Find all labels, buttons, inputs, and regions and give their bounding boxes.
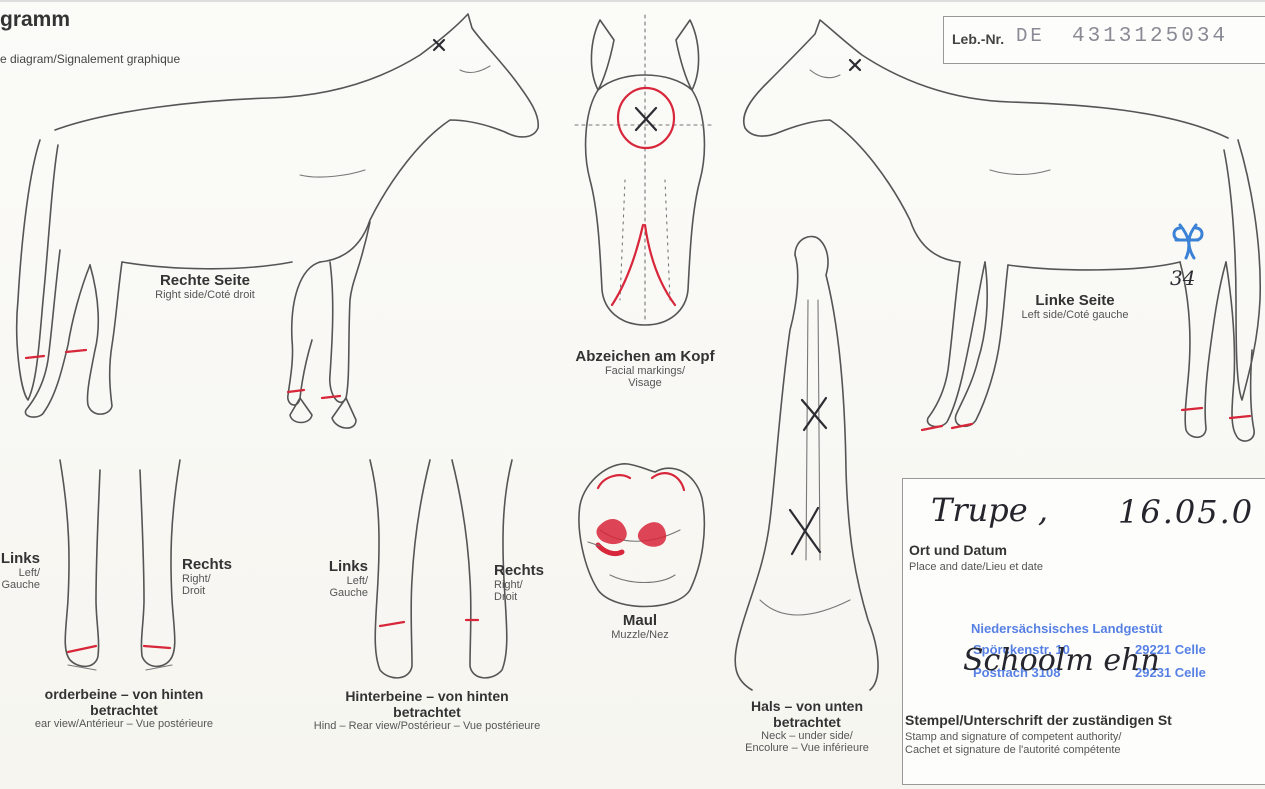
front-left-sub-1: Left/ [0, 567, 40, 579]
authority-sub-2: Cachet et signature de l'autorité compét… [905, 744, 1121, 756]
brand-number: 34 [1170, 266, 1195, 290]
front-legs-caption: orderbeine – von hinten betrachtet ear v… [0, 686, 248, 730]
neck-title-1: Hals – von unten [712, 698, 902, 714]
left-side-label-group: Linke Seite Left side/Coté gauche [995, 292, 1155, 321]
muzzle-outline [579, 464, 704, 607]
handwritten-place: Trupe , [931, 491, 1048, 529]
head-title: Abzeichen am Kopf [545, 348, 745, 365]
neck-label-group: Hals – von unten betrachtet Neck – under… [712, 698, 902, 754]
hind-right-label-group: Rechts Right/ Droit [494, 562, 564, 603]
front-legs-caption-2: betrachtet [0, 702, 248, 718]
neck-sub-2: Encolure – Vue inférieure [712, 742, 902, 754]
hind-right-sub-2: Droit [494, 591, 564, 603]
place-date-sublabel: Place and date/Lieu et date [909, 561, 1043, 573]
muzzle-label-group: Maul Muzzle/Nez [590, 612, 690, 641]
hind-legs-rear-view-outline [370, 460, 512, 678]
stamp-line-1: Niedersächsisches Landgestüt [971, 621, 1162, 636]
head-label-group: Abzeichen am Kopf Facial markings/ Visag… [545, 348, 745, 389]
leb-nr-label: Leb.-Nr. [952, 31, 1004, 47]
front-left-label-group: Links Left/ Gauche [0, 550, 40, 591]
front-legs-caption-3: ear view/Antérieur – Vue postérieure [0, 718, 248, 730]
hind-left-title: Links [308, 558, 368, 575]
leb-nr-number: 4313125034 [1072, 25, 1228, 48]
authority-signature: Schoolm ehn [963, 643, 1160, 678]
right-side-title: Rechte Seite [130, 272, 280, 289]
front-left-title: Links [0, 550, 40, 567]
authority-sub-1: Stamp and signature of competent authori… [905, 731, 1121, 743]
hind-left-label-group: Links Left/ Gauche [308, 558, 368, 599]
front-legs-caption-1: orderbeine – von hinten [0, 686, 248, 702]
hind-right-title: Rechts [494, 562, 564, 579]
page-subtitle: e diagram/Signalement graphique [0, 52, 180, 66]
hind-left-sub-1: Left/ [308, 575, 368, 587]
handwritten-date: 16.05.0 [1118, 493, 1254, 531]
front-right-sub-2: Droit [182, 585, 252, 597]
hind-left-sub-2: Gauche [308, 587, 368, 599]
front-legs-rear-view-outline [60, 460, 180, 670]
head-subtitle-1: Facial markings/ [545, 365, 745, 377]
place-date-label: Ort und Datum [909, 542, 1007, 558]
front-right-title: Rechts [182, 556, 252, 573]
right-side-label-group: Rechte Seite Right side/Coté droit [130, 272, 280, 301]
head-front-view-outline [575, 15, 715, 325]
neck-sub-1: Neck – under side/ [712, 730, 902, 742]
left-side-subtitle: Left side/Coté gauche [995, 309, 1155, 321]
hind-legs-caption: Hinterbeine – von hinten betrachtet Hind… [262, 688, 592, 732]
front-right-label-group: Rechts Right/ Droit [182, 556, 252, 597]
hind-legs-caption-3: Hind – Rear view/Postérieur – Vue postér… [262, 720, 592, 732]
place-date-stamp-box: Trupe , 16.05.0 Ort und Datum Place and … [902, 478, 1265, 785]
left-side-horse-outline [744, 20, 1261, 441]
hind-legs-caption-1: Hinterbeine – von hinten [262, 688, 592, 704]
authority-label: Stempel/Unterschrift der zuständigen St [905, 712, 1172, 728]
left-side-title: Linke Seite [995, 292, 1155, 309]
right-side-horse-outline [17, 14, 539, 428]
front-right-sub-1: Right/ [182, 573, 252, 585]
hind-right-sub-1: Right/ [494, 579, 564, 591]
hind-legs-caption-2: betrachtet [262, 704, 592, 720]
right-side-subtitle: Right side/Coté droit [130, 289, 280, 301]
page-title: gramm [0, 8, 70, 32]
muzzle-title: Maul [590, 612, 690, 629]
neck-title-2: betrachtet [712, 714, 902, 730]
neck-under-side-outline [735, 236, 878, 690]
front-left-sub-2: Gauche [0, 579, 40, 591]
leb-nr-box: Leb.-Nr. DE 4313125034 [943, 16, 1265, 64]
muzzle-subtitle: Muzzle/Nez [590, 629, 690, 641]
head-subtitle-2: Visage [545, 377, 745, 389]
leb-nr-prefix: DE [1016, 25, 1045, 47]
